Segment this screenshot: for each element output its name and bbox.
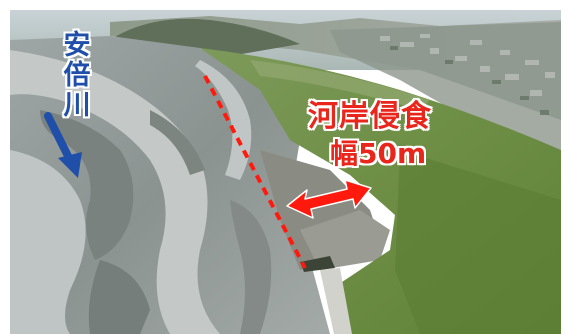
river-name-label: 安 倍 川	[60, 32, 94, 122]
river-name-char-1: 安	[63, 30, 91, 61]
river-name-char-2: 倍	[63, 60, 91, 91]
arrow-down-right-icon	[44, 112, 82, 178]
double-arrow-icon	[286, 179, 372, 219]
river-name-char-3: 川	[63, 90, 91, 121]
erosion-width-label: 幅50m	[330, 137, 427, 170]
erosion-title-label: 河岸侵食	[308, 99, 432, 134]
